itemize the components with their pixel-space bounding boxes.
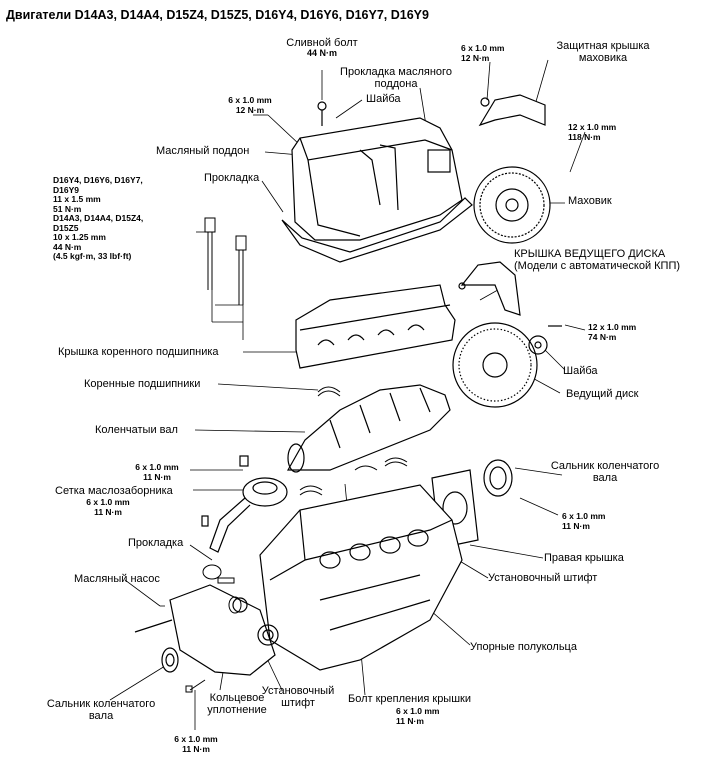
washer-top-label: Шайба bbox=[366, 93, 401, 105]
cap-bolt-spec: D16Y4, D16Y6, D16Y7, D16Y9 11 x 1.5 mm 5… bbox=[53, 175, 144, 261]
flywheel-cover-drawing bbox=[478, 94, 546, 127]
pan-bolt-spec: 6 x 1.0 mm 12 N·m bbox=[228, 95, 272, 115]
drain-bolt-label: Сливной болт 44 N·m bbox=[282, 37, 362, 59]
oil-strainer-label: Сетка маслозаборника bbox=[55, 485, 173, 497]
oil-pan-label: Масляный поддон bbox=[156, 145, 250, 157]
drive-plate-bolt-spec: 12 x 1.0 mm 74 N·m bbox=[588, 322, 637, 342]
crankshaft-label: Коленчатыи вал bbox=[95, 424, 178, 436]
oil-pan-gasket-label: Прокладка масляного поддона bbox=[340, 66, 452, 90]
strainer-spec: 6 x 1.0 mm 11 N·m bbox=[86, 497, 130, 517]
oil-pump-label: Масляный насос bbox=[74, 573, 160, 585]
cover-bolt-spec: 6 x 1.0 mm 11 N·m bbox=[396, 706, 440, 726]
flywheel-bolt-spec: 12 x 1.0 mm 118 N·m bbox=[568, 122, 617, 142]
main-cap-bolts-drawing bbox=[204, 217, 247, 305]
dowel-bottom-label: Установочный штифт bbox=[261, 685, 335, 709]
flywheel-drawing bbox=[473, 166, 551, 244]
crank-seal-left-label: Сальник коленчатого вала bbox=[46, 698, 156, 722]
oil-pump-drawing bbox=[134, 584, 279, 676]
drive-plate-cover-label: КРЫШКА ВЕДУЩЕГО ДИСКА (Модели с автомати… bbox=[514, 248, 681, 272]
right-cover-label: Правая крышка bbox=[544, 552, 624, 564]
gasket-bottom-label: Прокладка bbox=[128, 537, 184, 549]
crankshaft-drawing bbox=[286, 384, 451, 473]
main-bearing-cap-label: Крышка коренного подшипника bbox=[58, 346, 219, 358]
cover-top-spec: 6 x 1.0 mm 12 N·m bbox=[461, 43, 505, 63]
o-ring-label: Кольцевое уплотнение bbox=[207, 692, 267, 716]
flywheel-cover-label: Защитная крышка маховика bbox=[556, 40, 650, 64]
oil-pan-drawing bbox=[281, 101, 473, 263]
flywheel-label: Маховик bbox=[568, 195, 612, 207]
drain-bolt-torque: 44 N·m bbox=[306, 48, 337, 58]
engine-block-drawing bbox=[259, 484, 463, 671]
thrust-washers-label: Упорные полукольца bbox=[470, 641, 577, 653]
oil-strainer-drawing bbox=[201, 455, 288, 553]
cover-bolt-label: Болт крепления крышки bbox=[348, 693, 471, 705]
page-title: Двигатели D14A3, D14A4, D15Z4, D15Z5, D1… bbox=[6, 8, 429, 22]
strainer-bolt-spec: 6 x 1.0 mm 11 N·m bbox=[135, 462, 179, 482]
main-bearings-label: Коренные подшипники bbox=[84, 378, 201, 390]
gasket-top-label: Прокладка bbox=[204, 172, 260, 184]
pump-bolt-drawing bbox=[185, 679, 206, 693]
lower-bearings-drawing bbox=[299, 457, 408, 496]
dowel-right-label: Установочный штифт bbox=[488, 572, 598, 584]
drive-plate-cover-drawing bbox=[458, 261, 521, 316]
pump-bolt-spec: 6 x 1.0 mm 11 N·m bbox=[174, 734, 218, 754]
main-bearings-drawing bbox=[317, 386, 341, 397]
drive-plate-label: Ведущий диск bbox=[566, 388, 639, 400]
drive-plate-drawing bbox=[452, 322, 562, 408]
lower-gasket-drawing bbox=[202, 564, 242, 614]
seal-cover-spec: 6 x 1.0 mm 11 N·m bbox=[562, 511, 606, 531]
main-bearing-cap-drawing bbox=[295, 284, 456, 369]
crank-seal-right-label: Сальник коленчатого вала bbox=[550, 460, 660, 484]
washer-right-label: Шайба bbox=[563, 365, 598, 377]
